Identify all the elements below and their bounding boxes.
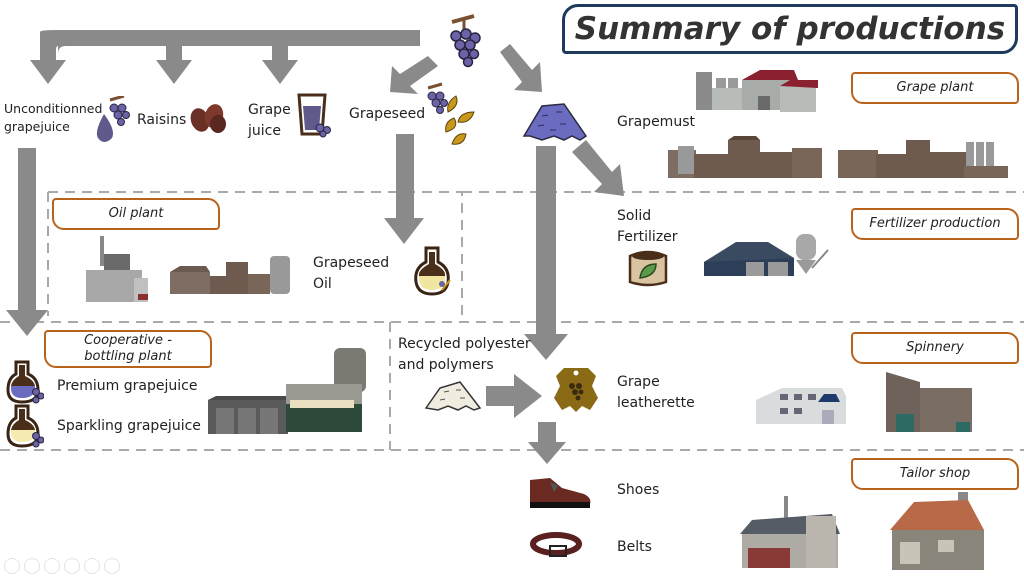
spinnery-building-1	[756, 388, 846, 424]
arrows	[6, 30, 624, 464]
slides-overview-icon[interactable]	[64, 558, 80, 574]
tag-cooperative-bottling-plant: Cooperative - bottling plant	[44, 330, 212, 368]
spinnery-building-2	[886, 372, 972, 432]
product-belts: Belts	[617, 539, 652, 555]
product-grape-leatherette: Grape leatherette	[617, 372, 695, 414]
tailor-building-2	[890, 492, 984, 570]
label-line: Grape	[617, 374, 660, 390]
grape-plant-building-3	[838, 140, 1008, 178]
grape-juice-drop-icon	[96, 96, 130, 142]
previous-slide-icon[interactable]	[4, 558, 20, 574]
slide-toolbar	[4, 558, 120, 574]
polymers-pile-icon	[424, 381, 482, 411]
product-grapeseed-oil: Grapeseed Oil	[313, 253, 389, 295]
arrow-head-leatherette	[524, 334, 568, 360]
arrow-leather-shaft	[538, 422, 556, 444]
grape-plant-building-1	[696, 70, 818, 112]
tag-grape-plant: Grape plant	[851, 72, 1019, 104]
tag-spinnery: Spinnery	[851, 332, 1019, 364]
tag-oil-plant: Oil plant	[52, 198, 220, 230]
label-line: and polymers	[398, 357, 494, 373]
arrow-head-raisins	[156, 60, 192, 84]
arrow-to-fertilizer	[572, 140, 624, 196]
tailor-building-1	[740, 496, 840, 568]
premium-grapejuice-icon	[6, 360, 44, 404]
label-line: leatherette	[617, 395, 695, 411]
zoom-icon[interactable]	[84, 558, 100, 574]
input-recycled-polyester: Recycled polyester and polymers	[398, 334, 531, 376]
label-line: Grape	[248, 102, 291, 118]
arrow-to-grapemust	[500, 44, 542, 92]
arrow-head-grape-juice	[262, 60, 298, 84]
pen-icon[interactable]	[44, 558, 60, 574]
product-grape-juice: Grape juice	[248, 100, 291, 142]
arrow-unconditioned-shaft	[18, 148, 36, 312]
juice-glass-icon	[297, 93, 331, 138]
top-bar-arrow	[58, 30, 420, 54]
fertilizer-bag-icon	[628, 250, 668, 287]
label-line: Unconditionned	[4, 101, 103, 116]
label-line: grapejuice	[4, 119, 70, 134]
cooperative-building	[208, 348, 366, 434]
grapeseed-icon	[427, 82, 475, 145]
grapes-icon	[450, 14, 481, 68]
raisins-icon	[190, 104, 226, 133]
shoe-icon	[530, 478, 591, 508]
product-solid-fertilizer: Solid Fertilizer	[617, 206, 678, 248]
product-grapeseed: Grapeseed	[349, 106, 426, 122]
product-premium-grapejuice: Premium grapejuice	[57, 378, 198, 394]
oil-flask-icon	[414, 246, 451, 296]
page-title: Summary of productions	[562, 4, 1018, 54]
fertilizer-building	[704, 234, 829, 276]
label-line: juice	[248, 123, 281, 139]
arrow-polymer-shaft	[486, 386, 516, 406]
arrow-head-oil	[384, 218, 424, 244]
grapemust-icon	[522, 103, 588, 141]
sparkling-grapejuice-icon	[6, 404, 44, 448]
product-grapemust: Grapemust	[617, 114, 695, 130]
arrow-head-unconditioned	[30, 60, 66, 84]
arrow-grapeseed-oil-shaft	[396, 134, 414, 220]
next-slide-icon[interactable]	[24, 558, 40, 574]
label-line: Grapeseed	[313, 255, 390, 271]
tag-tailor-shop: Tailor shop	[851, 458, 1019, 490]
arrow-head-tailor	[528, 442, 566, 464]
label-line: Solid	[617, 208, 652, 224]
product-shoes: Shoes	[617, 482, 660, 498]
leather-icon	[554, 368, 598, 412]
tag-line: bottling plant	[84, 349, 172, 364]
tag-fertilizer-production: Fertilizer production	[851, 208, 1019, 240]
arrow-head-cooperative	[6, 310, 48, 336]
product-sparkling-grapejuice: Sparkling grapejuice	[57, 418, 201, 434]
grape-plant-building-2	[668, 136, 822, 178]
oil-plant-building-2	[170, 256, 290, 294]
arrow-grapemust-shaft	[536, 146, 556, 336]
label-line: Oil	[313, 276, 332, 292]
label-line: Fertilizer	[617, 229, 678, 245]
product-raisins: Raisins	[137, 112, 187, 128]
product-unconditioned-grapejuice: Unconditionned grapejuice	[4, 100, 102, 136]
label-line: Recycled polyester	[398, 336, 531, 352]
oil-plant-building-1	[86, 236, 148, 302]
belt-icon	[530, 532, 582, 557]
arrow-to-grapeseed	[390, 56, 438, 94]
more-options-icon[interactable]	[104, 558, 120, 574]
arrow-head-polymer	[514, 374, 542, 418]
tag-line: Cooperative -	[84, 333, 172, 348]
